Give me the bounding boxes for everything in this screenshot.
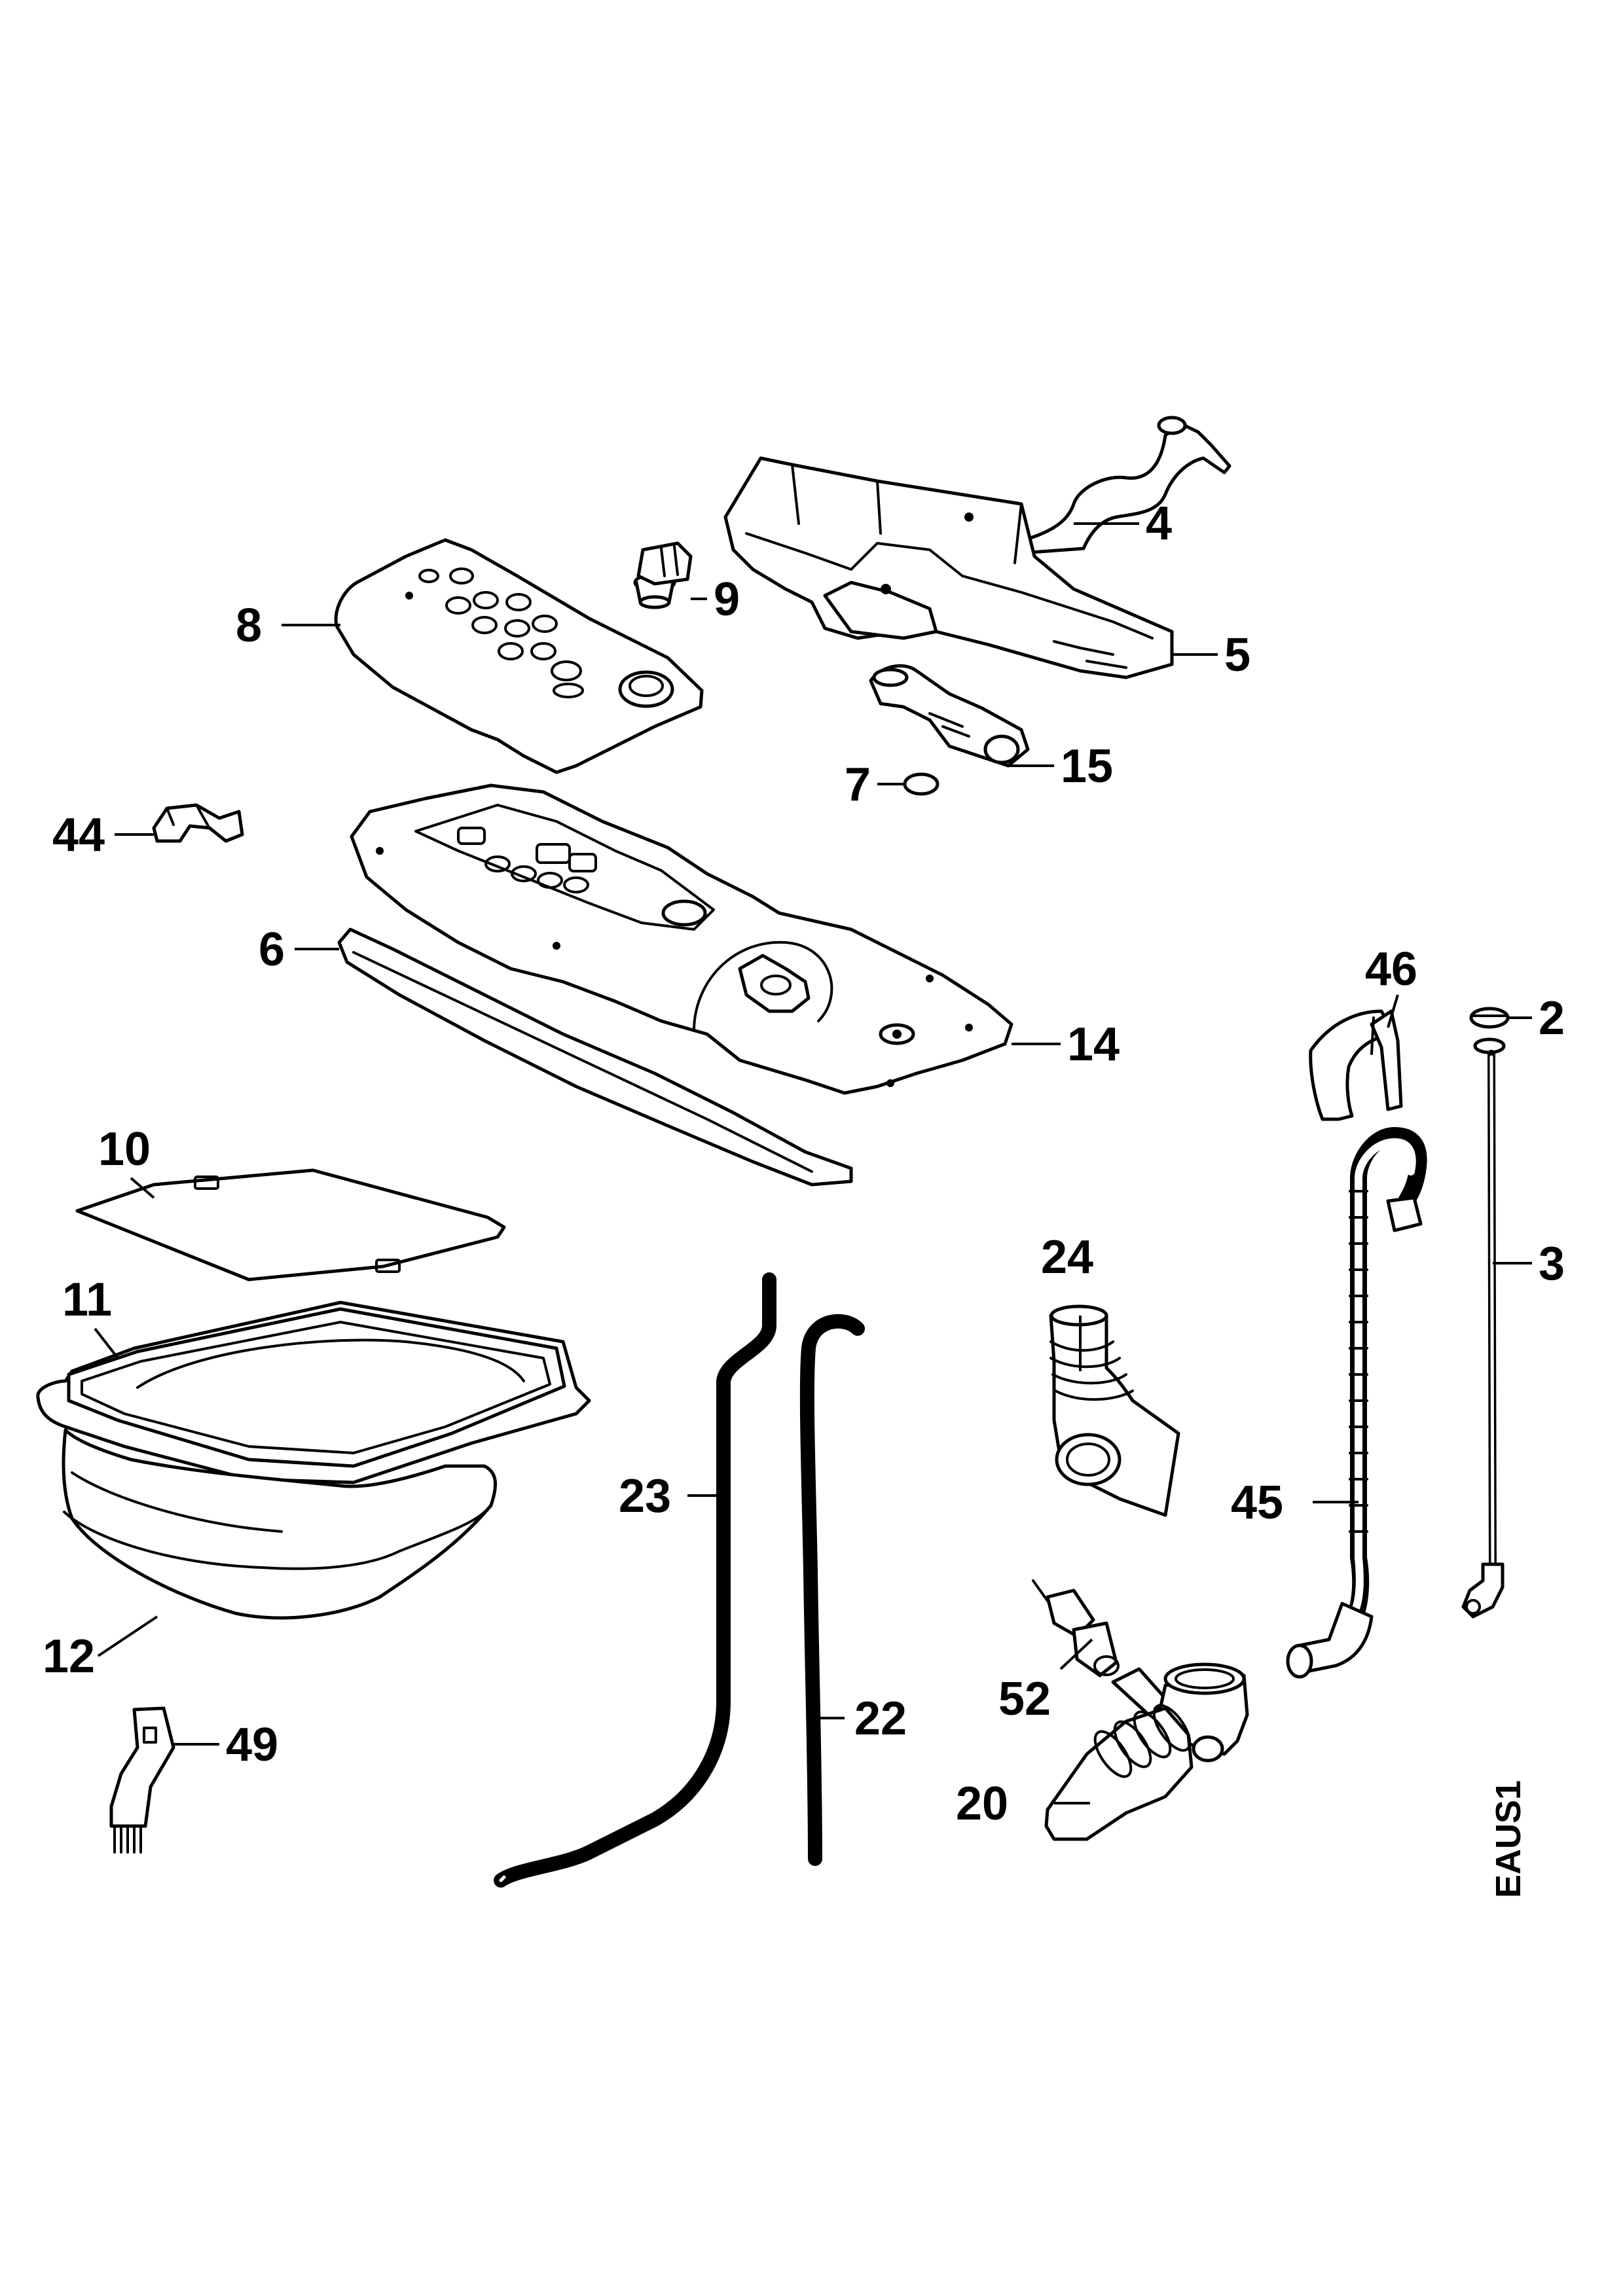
label-8: 8 (236, 600, 262, 652)
part-9-knob (633, 541, 693, 609)
part-15-pump-valve (869, 664, 1030, 768)
label-24: 24 (1041, 1231, 1093, 1283)
label-20: 20 (956, 1778, 1008, 1830)
part-7-o-ring (903, 772, 939, 796)
part-11-seal-ring (36, 1300, 591, 1484)
label-44: 44 (52, 809, 105, 861)
part-49-brush (109, 1706, 175, 1854)
part-14-panel-plate (350, 783, 1013, 1095)
part-12-tub-bellow (62, 1428, 498, 1620)
part-24-bellow-hose (1049, 1304, 1180, 1517)
label-23: 23 (619, 1470, 671, 1522)
leader-lines (94, 522, 1532, 1804)
part-45-drain-hose (1286, 1127, 1427, 1679)
part-20-sump-hose (1044, 1662, 1249, 1841)
label-22: 22 (854, 1693, 907, 1745)
label-15: 15 (1061, 740, 1113, 793)
part-10-lid-sheet (75, 1168, 506, 1282)
diagram-code: EAUS1 (1489, 1780, 1528, 1898)
label-49: 49 (226, 1719, 278, 1771)
label-14: 14 (1067, 1018, 1120, 1071)
part-labels: 4 9 8 5 15 7 44 6 46 2 14 10 24 3 11 23 … (43, 497, 1565, 1830)
label-45: 45 (1231, 1477, 1283, 1529)
part-46-hose-guide (1309, 1009, 1403, 1121)
label-9: 9 (714, 573, 740, 626)
label-12: 12 (43, 1630, 95, 1683)
label-52: 52 (998, 1673, 1051, 1725)
label-3: 3 (1539, 1238, 1565, 1290)
part-8-control-panel (334, 538, 704, 774)
label-5: 5 (1224, 629, 1250, 681)
label-7: 7 (845, 759, 871, 811)
part-4-lever (1016, 416, 1231, 555)
part-22-hose (799, 1314, 865, 1866)
part-23-hose (494, 1272, 776, 1888)
label-2: 2 (1539, 992, 1565, 1045)
label-46: 46 (1365, 943, 1417, 996)
part-52-sensor (1032, 1579, 1120, 1677)
label-11: 11 (62, 1274, 112, 1326)
part-3-rod (1461, 1037, 1506, 1619)
part-44-clip (152, 803, 244, 843)
label-6: 6 (259, 924, 285, 976)
label-10: 10 (98, 1123, 151, 1175)
label-4: 4 (1146, 497, 1172, 550)
part-5-dispenser-housing (723, 456, 1174, 679)
part-6-seal-strip (337, 927, 853, 1187)
part-2-cap (1469, 1007, 1510, 1029)
